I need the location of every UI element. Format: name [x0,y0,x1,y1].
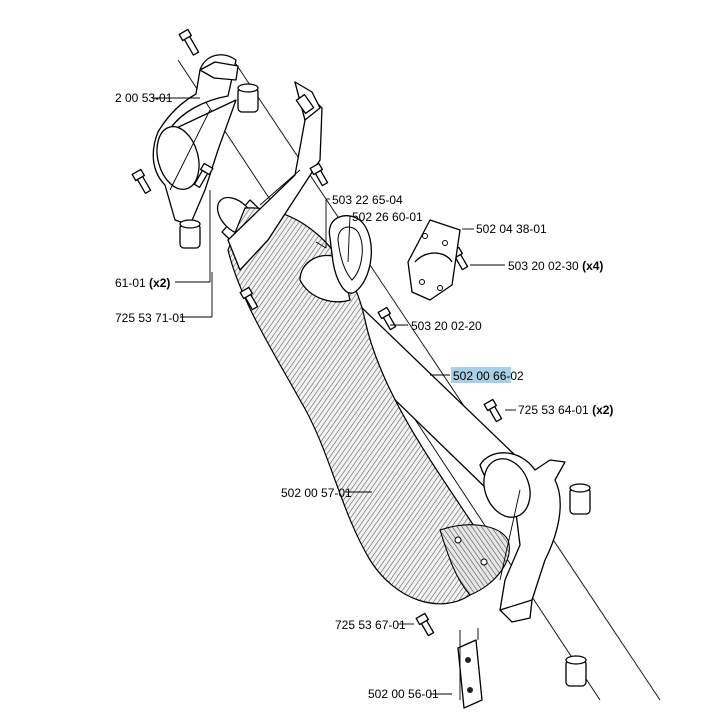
label-502-00-66-02: 502 00 66-02 [453,369,524,383]
d-ring-part [328,215,372,294]
label-503-20-02-20: 503 20 02-20 [411,319,482,333]
label-502-04-38-01: 502 04 38-01 [476,222,547,236]
label-725-53-67-01: 725 53 67-01 [335,618,406,632]
right-handle-part [479,452,566,623]
label-502-00-57-01: 502 00 57-01 [281,486,352,500]
bumper-right-lower [565,655,587,687]
label-725-53-64-01: 725 53 64-01 (x2) [518,403,613,417]
highlight-box [451,367,511,383]
left-handle-part [152,54,239,226]
label-61-01: 61-01 (x2) [115,276,170,290]
label-502-00-56-01: 502 00 56-01 [368,687,439,701]
clamp-plate-part [407,219,461,301]
bumper-right-upper [569,483,591,515]
grip-strap-part [227,207,510,605]
bumper-upper [237,83,259,113]
leader-lines [152,97,516,695]
part-labels: 2 00 53-01 503 22 65-04 502 26 60-01 502… [115,91,613,701]
label-725-53-71-01: 725 53 71-01 [115,311,186,325]
small-bracket-part [457,628,483,709]
label-2-00-53-01: 2 00 53-01 [115,91,173,105]
label-503-20-02-30: 503 20 02-30 (x4) [508,259,603,273]
label-502-26-60-01: 502 26 60-01 [352,210,423,224]
bumper-lower [179,219,201,249]
label-503-22-65-04: 503 22 65-04 [332,193,403,207]
